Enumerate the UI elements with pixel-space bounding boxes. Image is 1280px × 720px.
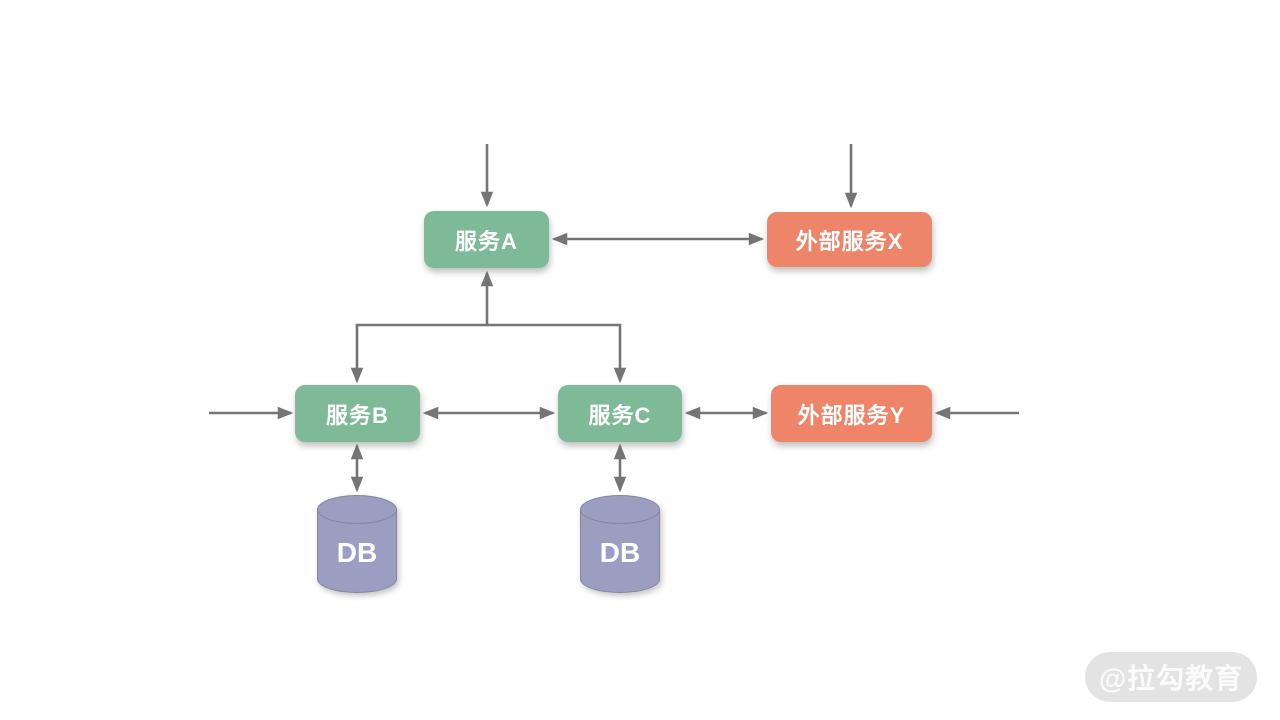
database-cylinder-top-ellipse <box>580 495 660 524</box>
database-left-label: DB <box>336 537 378 568</box>
node-service-a: 服务A <box>424 211 549 268</box>
watermark-badge: @拉勾教育 <box>1085 652 1257 702</box>
database-right-label: DB <box>599 537 641 568</box>
database-cylinder-left: DB <box>317 495 397 593</box>
node-external-service-x-label: 外部服务X <box>795 228 904 254</box>
node-external-service-y: 外部服务Y <box>771 385 932 442</box>
database-cylinder-right: DB <box>580 495 660 593</box>
node-service-c-label: 服务C <box>588 402 652 428</box>
node-service-b-label: 服务B <box>326 402 389 428</box>
node-service-b: 服务B <box>295 385 420 442</box>
watermark-text: @拉勾教育 <box>1098 663 1244 694</box>
edge-branch-service-b-service-c <box>350 323 627 384</box>
database-cylinder-top-ellipse <box>317 495 397 524</box>
node-service-a-label: 服务A <box>455 228 518 254</box>
node-service-c: 服务C <box>558 385 682 442</box>
node-external-service-y-label: 外部服务Y <box>797 402 906 428</box>
node-external-service-x: 外部服务X <box>767 212 932 267</box>
